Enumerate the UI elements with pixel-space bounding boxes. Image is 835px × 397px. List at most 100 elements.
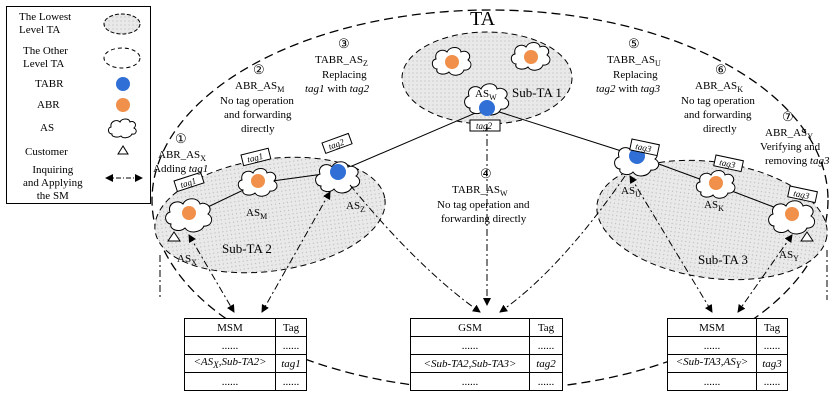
abr-node-y <box>785 207 799 221</box>
svg-text:forwarding directly: forwarding directly <box>441 213 527 225</box>
svg-text:tag1: tag1 <box>246 151 264 165</box>
legend-as-label: AS <box>40 122 55 134</box>
tag-packet-3c: tag3 <box>787 185 818 204</box>
tag-packet-3a: tag3 <box>629 138 660 157</box>
legend-abr-label: ABR <box>37 99 60 111</box>
sub-ta-3-label: Sub-TA 3 <box>698 252 748 267</box>
table-header: MSM <box>667 318 757 337</box>
svg-text:tag1 with tag2: tag1 with tag2 <box>305 83 370 95</box>
svg-text:directly: directly <box>241 123 275 135</box>
customer-triangle-x <box>167 231 181 242</box>
table-row: <ASX,Sub-TA2>tag1 <box>184 354 307 373</box>
table-row: ............ <box>184 372 307 391</box>
step-5-annotation: ⑤ TABR_ASU Replacing tag2 with tag3 <box>596 36 661 95</box>
svg-text:and forwarding: and forwarding <box>684 109 752 121</box>
table-row: ............ <box>184 336 307 355</box>
svg-text:tag3: tag3 <box>635 141 653 154</box>
table-row: <Sub-TA3,ASY>tag3 <box>667 354 788 373</box>
table-row: ............ <box>410 336 563 355</box>
step-7-annotation: ⑦ ABR_ASY Verifying and removing tag3 <box>760 109 830 167</box>
svg-text:No tag operation and: No tag operation and <box>437 199 530 211</box>
table-row: ............ <box>667 372 788 391</box>
svg-text:tag3: tag3 <box>793 188 811 201</box>
tag-packet-3b: tag3 <box>713 154 744 173</box>
tabr-node-z <box>330 164 346 180</box>
table-header: GSM <box>410 318 530 337</box>
svg-text:⑤: ⑤ <box>628 36 640 51</box>
abr-node-sub1-right <box>524 50 538 64</box>
svg-text:ABR_ASX: ABR_ASX <box>158 149 206 163</box>
svg-text:③: ③ <box>338 36 350 51</box>
svg-text:tag2: tag2 <box>476 121 493 131</box>
legend-lowest-ta-icon <box>103 13 141 35</box>
abr-node-m <box>251 174 265 188</box>
tag-packet-1b: tag1 <box>240 147 272 167</box>
as-w-label: ASW <box>475 88 497 102</box>
svg-text:TABR_ASW: TABR_ASW <box>452 184 508 198</box>
legend-other-ta-line1: The Other <box>23 45 68 57</box>
svg-text:Replacing: Replacing <box>322 69 367 81</box>
svg-text:ABR_ASM: ABR_ASM <box>235 80 284 94</box>
legend-tabr-label: TABR <box>35 78 64 90</box>
svg-text:tag2 with tag3: tag2 with tag3 <box>596 83 661 95</box>
tag-packet-2a: tag2 <box>321 132 353 154</box>
sm-inquiry-arrows <box>159 124 828 313</box>
legend-customer-label: Customer <box>25 146 68 158</box>
sub-ta-1-label: Sub-TA 1 <box>512 85 562 100</box>
tag-packet-1a: tag1 <box>173 171 205 193</box>
table-header: Tag <box>529 318 563 337</box>
step-4-annotation: ④ TABR_ASW No tag operation and forwardi… <box>437 166 530 225</box>
svg-text:No tag operation: No tag operation <box>681 95 755 107</box>
table-row: <Sub-TA2,Sub-TA3>tag2 <box>410 354 563 373</box>
svg-text:ABR_ASK: ABR_ASK <box>695 80 743 94</box>
legend-other-ta-line2: Level TA <box>23 58 65 70</box>
step-6-annotation: ⑥ ABR_ASK No tag operation and forwardin… <box>681 62 755 135</box>
svg-text:Verifying and: Verifying and <box>760 141 821 153</box>
legend-abr-icon <box>116 98 130 112</box>
svg-text:①: ① <box>175 131 187 146</box>
ta-title: TA <box>470 8 496 30</box>
legend-as-icon <box>108 118 137 139</box>
sub-ta-2-label: Sub-TA 2 <box>222 241 272 256</box>
customer-triangle-y <box>800 231 814 242</box>
svg-text:⑦: ⑦ <box>782 109 794 124</box>
step-1-annotation: ① ABR_ASX Adding tag1 <box>153 131 208 175</box>
legend-box: The Lowest Level TA The Other Level TA T… <box>6 6 151 204</box>
legend-lowest-ta-line1: The Lowest <box>19 11 72 23</box>
table-row: ............ <box>667 336 788 355</box>
as-z-label: ASZ <box>346 200 365 214</box>
svg-text:Adding tag1: Adding tag1 <box>153 163 208 175</box>
abr-node-sub1-left <box>445 55 459 69</box>
legend-sm-line2: and Applying <box>23 177 83 189</box>
svg-text:tag1: tag1 <box>179 175 197 189</box>
svg-text:TABR_ASZ: TABR_ASZ <box>315 54 368 68</box>
legend-sm-line3: the SM <box>36 190 69 202</box>
svg-text:and forwarding: and forwarding <box>224 109 292 121</box>
table-header: Tag <box>275 318 307 337</box>
table-header: Tag <box>756 318 788 337</box>
step-3-annotation: ③ TABR_ASZ Replacing tag1 with tag2 <box>305 36 370 95</box>
abr-node-x <box>182 206 196 220</box>
table-header: MSM <box>184 318 276 337</box>
svg-text:Replacing: Replacing <box>613 69 658 81</box>
svg-text:④: ④ <box>480 166 492 181</box>
svg-text:tag3: tag3 <box>719 157 737 170</box>
svg-text:No tag operation: No tag operation <box>220 95 294 107</box>
table-row: ............ <box>410 372 563 391</box>
svg-text:TABR_ASU: TABR_ASU <box>607 54 661 68</box>
legend-sm-line1: Inquiring <box>32 164 74 176</box>
svg-text:ABR_ASY: ABR_ASY <box>765 127 813 141</box>
tabr-node-w <box>479 100 495 116</box>
svg-text:⑥: ⑥ <box>715 62 727 77</box>
svg-text:removing tag3: removing tag3 <box>765 155 830 167</box>
legend-customer-icon <box>117 145 129 155</box>
legend <box>103 13 143 182</box>
svg-text:directly: directly <box>703 123 737 135</box>
legend-lowest-ta-line2: Level TA <box>19 24 61 36</box>
abr-node-k <box>709 176 723 190</box>
legend-tabr-icon <box>116 77 130 91</box>
